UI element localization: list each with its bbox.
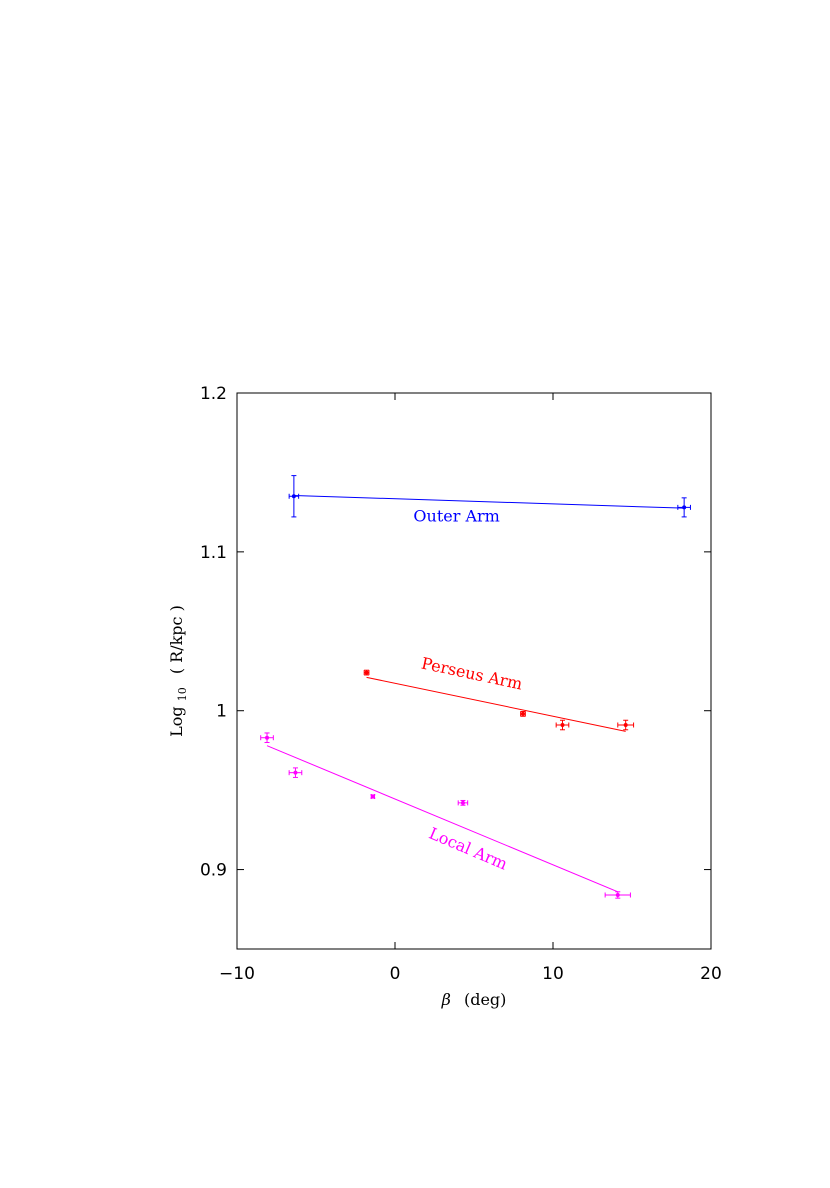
local-arm-point bbox=[604, 891, 631, 899]
y-tick-label: 1 bbox=[216, 702, 227, 722]
outer-arm-point bbox=[677, 497, 691, 518]
y-axis-log: Log bbox=[167, 706, 186, 737]
y-tick-label: 1.2 bbox=[200, 384, 227, 404]
perseus-arm-point bbox=[363, 669, 370, 676]
x-tick-label: −10 bbox=[219, 964, 255, 984]
x-axis-symbol: β bbox=[441, 990, 451, 1009]
local-arm-fit-line bbox=[266, 745, 618, 893]
y-axis-unit: ( R/kpc ) bbox=[167, 605, 186, 674]
perseus-arm-marker bbox=[364, 670, 369, 675]
plot-frame bbox=[236, 392, 712, 950]
axis-ticks: −10 0 10 20 0.9 1 1.1 1.2 bbox=[200, 384, 722, 984]
local-arm-point bbox=[260, 732, 274, 743]
perseus-arm-marker bbox=[623, 723, 628, 728]
perseus-arm-label: Perseus Arm bbox=[420, 654, 525, 694]
local-arm-marker bbox=[460, 800, 465, 805]
outer-arm-fit-line bbox=[293, 494, 685, 509]
outer-arm-marker bbox=[291, 494, 296, 499]
y-axis-label: Log 10 ( R/kpc ) bbox=[167, 605, 190, 737]
local-arm-marker bbox=[265, 735, 270, 740]
x-tick-label: 10 bbox=[542, 964, 564, 984]
perseus-arm-point bbox=[520, 711, 526, 717]
x-tick-label: 20 bbox=[700, 964, 722, 984]
perseus-arm-marker bbox=[560, 723, 565, 728]
local-arm-point bbox=[457, 799, 469, 806]
data-points bbox=[260, 475, 691, 899]
perseus-arm-marker bbox=[520, 711, 525, 716]
local-arm-point bbox=[288, 767, 303, 778]
local-arm-marker bbox=[615, 892, 620, 897]
y-tick-label: 1.1 bbox=[200, 543, 227, 563]
y-tick-label: 0.9 bbox=[200, 861, 227, 881]
perseus-arm-fit-line bbox=[366, 676, 626, 732]
x-tick-label: 0 bbox=[390, 964, 401, 984]
perseus-arm-point bbox=[617, 719, 635, 731]
fit-lines bbox=[266, 494, 685, 893]
outer-arm-label: Outer Arm bbox=[413, 507, 499, 526]
local-arm-marker bbox=[293, 770, 298, 775]
x-axis-unit: (deg) bbox=[464, 990, 506, 1009]
perseus-arm-point bbox=[555, 719, 570, 731]
local-arm-point bbox=[370, 793, 376, 799]
outer-arm-marker bbox=[682, 505, 687, 510]
y-axis-subscript: 10 bbox=[176, 687, 189, 701]
plot-frame-group bbox=[236, 392, 712, 950]
local-arm-label: Local Arm bbox=[426, 824, 510, 874]
local-arm-marker bbox=[370, 794, 375, 799]
x-axis-label: β (deg) bbox=[441, 990, 507, 1009]
outer-arm-point bbox=[288, 475, 300, 518]
